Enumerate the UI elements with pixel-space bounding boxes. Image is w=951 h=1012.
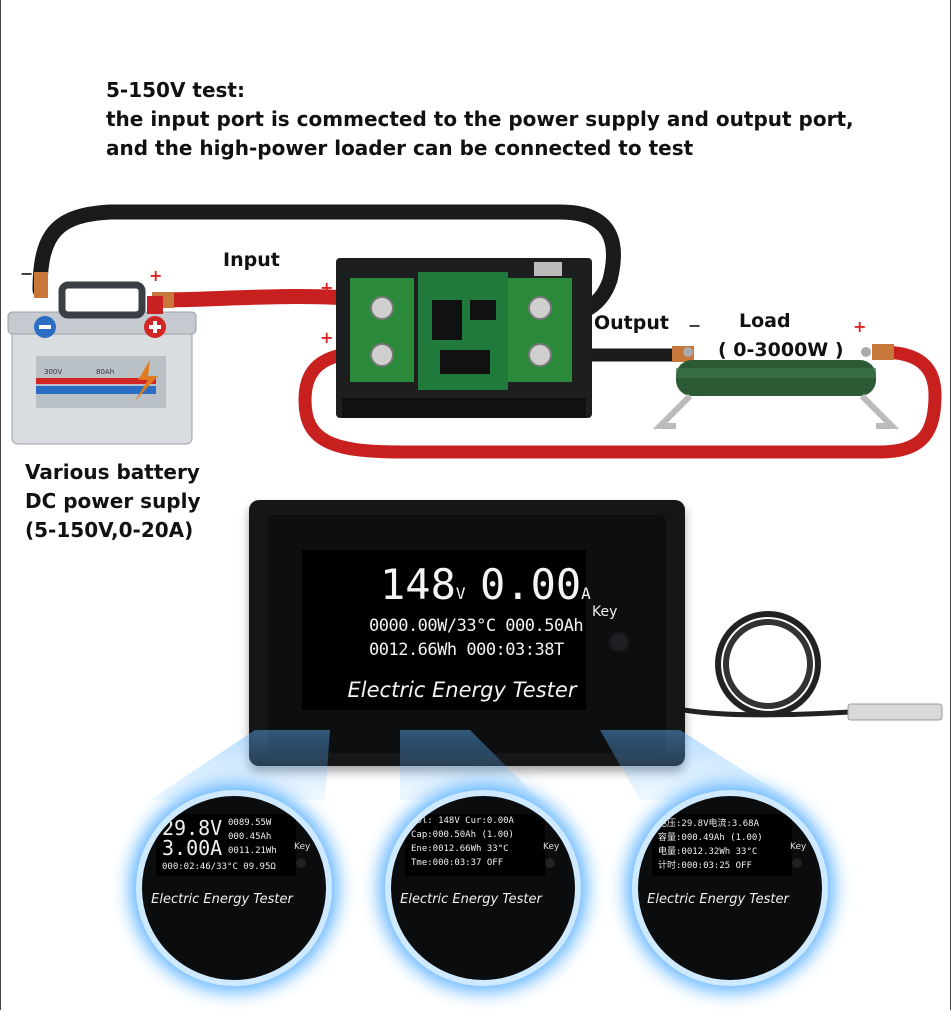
- zoom-brand: Electric Energy Tester: [151, 892, 293, 907]
- red-wire-loop: [298, 345, 942, 459]
- current-readout: 0.00A: [480, 560, 591, 609]
- zoom-line-1: Vol: 148V Cur:0.00A: [411, 816, 514, 826]
- battery-capacity-marking: 80Ah: [96, 368, 114, 376]
- meter-module-graphic: [336, 258, 592, 418]
- load-resistor-graphic: [652, 347, 900, 429]
- zoom-view-english-mode: Vol: 148V Cur:0.00A Cap:000.50Ah (1.00) …: [385, 790, 581, 986]
- zoom-line-2: 容量:000.49Ah (1.00): [658, 833, 763, 843]
- energy-time-row: 0012.66Wh 000:03:38T: [369, 640, 564, 660]
- meter-brand: Electric Energy Tester: [347, 678, 577, 702]
- zoom-screen: [405, 814, 545, 876]
- output-label: Output: [594, 312, 669, 334]
- wiring-diagram: 300V 80Ah: [7, 204, 942, 459]
- zoom-screen: [156, 814, 296, 876]
- battery-graphic: 300V 80Ah: [7, 281, 197, 445]
- zoom-line-4: Tme:000:03:37 OFF: [411, 858, 504, 868]
- zoom-power: 0089.55W: [228, 818, 272, 828]
- load-minus-sign: −: [688, 316, 702, 335]
- zoom-key-button: [545, 858, 555, 868]
- zoom-energy: 0011.21Wh: [228, 846, 277, 856]
- zoom-line-1: 电压:29.8V电流:3.68A: [658, 819, 760, 829]
- zoom-key-label: Key: [294, 842, 311, 852]
- key-button[interactable]: [608, 631, 630, 653]
- battery-description: Various battery DC power suply (5-150V,0…: [25, 458, 201, 545]
- zoom-brand: Electric Energy Tester: [647, 892, 789, 907]
- zoom-capacity: 000.45Ah: [228, 832, 272, 842]
- instruction-line-3: and the high-power loader can be connect…: [106, 136, 694, 160]
- zoom-screen: [652, 814, 792, 876]
- current-unit: A: [581, 584, 591, 603]
- zoom-time-temp: 000:02:46/33°C 09.95Ω: [162, 862, 276, 872]
- input-plus-sign: +: [320, 278, 334, 297]
- meter-screen: [302, 550, 586, 710]
- zoom-voltage: 29.8V: [162, 816, 223, 840]
- battery-voltage-marking: 300V: [44, 368, 62, 376]
- power-temp-capacity-row: 0000.00W/33°C 000.50Ah: [369, 616, 584, 636]
- zoom-line-4: 计时:000:03:25 OFF: [658, 861, 752, 871]
- zoom-line-3: 电量:0012.32Wh 33°C: [658, 847, 758, 857]
- zoom-line-2: Cap:000.50Ah (1.00): [411, 830, 514, 840]
- battery-line-3: (5-150V,0-20A): [25, 518, 194, 542]
- battery-minus-sign: −: [20, 264, 34, 283]
- voltage-value: 148: [380, 560, 456, 609]
- battery-line-2: DC power suply: [25, 489, 201, 513]
- zoom-key-label: Key: [790, 842, 807, 852]
- instruction-line-1: 5-150V test:: [106, 78, 245, 102]
- voltage-unit: V: [455, 584, 466, 603]
- load-label: Load: [739, 310, 791, 332]
- battery-plus-sign: +: [149, 266, 163, 285]
- zoom-key-button: [296, 858, 306, 868]
- zoom-key-label: Key: [543, 842, 560, 852]
- voltage-readout: 148V: [380, 560, 466, 609]
- zoom-line-3: Ene:0012.66Wh 33°C: [411, 844, 509, 854]
- test-instructions: 5-150V test: the input port is commected…: [106, 76, 854, 163]
- loop-plus-sign: +: [320, 328, 334, 347]
- input-label: Input: [223, 249, 280, 271]
- zoom-view-power-mode: 29.8V 3.00A 0089.55W 000.45Ah 0011.21Wh …: [136, 790, 332, 986]
- zoom-current: 3.00A: [162, 836, 223, 860]
- load-range-label: ( 0-3000W ): [718, 339, 844, 361]
- battery-line-1: Various battery: [25, 460, 200, 484]
- zoom-view-chinese-mode: 电压:29.8V电流:3.68A 容量:000.49Ah (1.00) 电量:0…: [632, 790, 828, 986]
- key-label: Key: [592, 604, 618, 620]
- zoom-key-button: [792, 858, 802, 868]
- zoom-brand: Electric Energy Tester: [400, 892, 542, 907]
- current-value: 0.00: [480, 560, 582, 609]
- instruction-line-2: the input port is commected to the power…: [106, 107, 854, 131]
- load-plus-sign: +: [853, 317, 867, 336]
